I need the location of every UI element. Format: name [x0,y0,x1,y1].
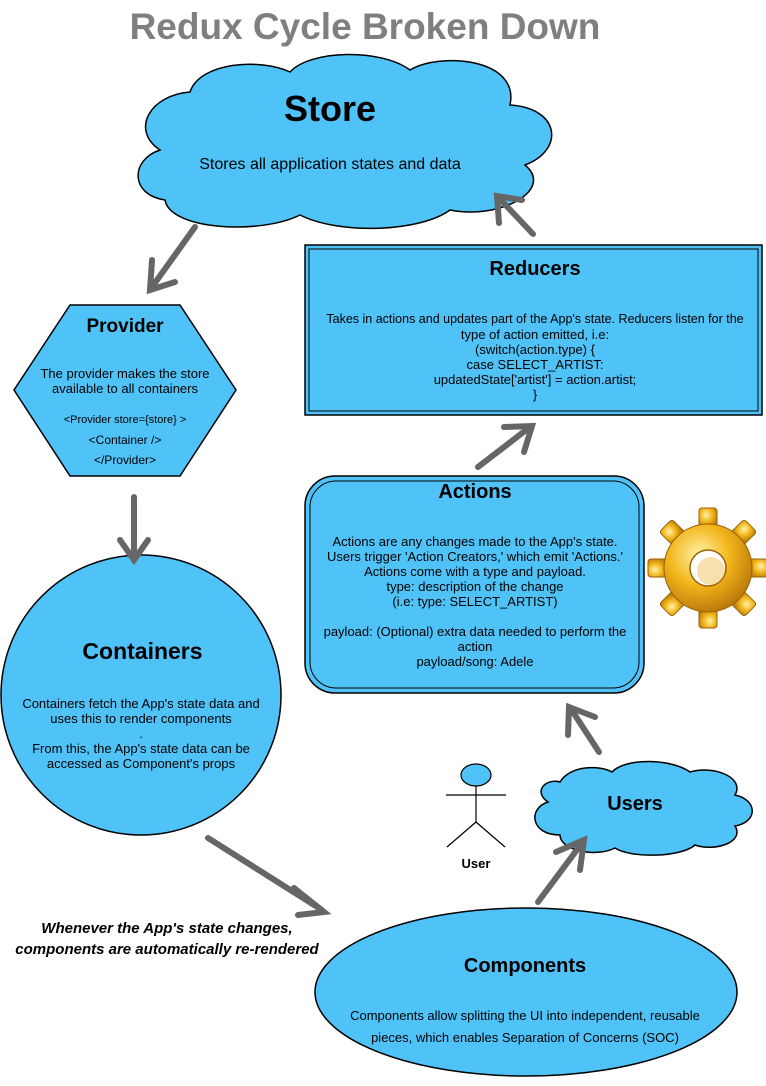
components-line: pieces, which enables Separation of Conc… [371,1030,679,1045]
provider-hexagon [13,304,237,477]
store-cloud [137,53,553,230]
rerender-note: Whenever the App's state changes, compon… [2,918,332,960]
arrow-users-to-actions [565,702,602,755]
containers-line: From this, the App's state data can be [32,741,250,756]
reducers-line: (switch(action.type) { [475,342,595,357]
provider-line: The provider makes the store [40,366,210,381]
containers-line: . [139,726,143,741]
users-cloud [534,760,753,856]
actions-line: action [457,639,493,654]
actions-line: type: description of the change [386,579,564,594]
components-line: Components allow splitting the UI into i… [350,1008,700,1023]
actions-line: payload/song: Adele [416,654,534,669]
components-body: Components allow splitting the UI into i… [320,1005,730,1049]
page-title: Redux Cycle Broken Down [129,6,601,47]
reducers-body: Takes in actions and updates part of the… [310,312,760,402]
arrow-containers-to-components [205,835,332,918]
provider-code-line: <Provider store={store} > [63,414,187,426]
reducers-line: } [532,387,538,402]
reducers-line: updatedState['artist'] = action.artist; [433,372,637,387]
note-line: components are automatically re-rendered [15,941,319,958]
containers-line: accessed as Component's props [46,756,236,771]
components-ellipse [314,907,738,1077]
provider-code-line: </Provider> [93,453,157,467]
components-heading: Components [463,955,587,977]
containers-line: uses this to render components [50,711,232,726]
actions-box [304,475,645,694]
actions-line [310,609,640,624]
actions-body: Actions are any changes made to the App'… [310,534,640,669]
users-heading: Users [607,793,663,815]
arrow-reducers-to-store [493,192,536,237]
actions-line: Users trigger 'Action Creators,' which e… [326,549,624,564]
containers-heading: Containers [82,638,203,664]
provider-code-line: <Container /> [88,433,162,447]
actions-line: Actions come with a type and payload. [364,564,586,579]
arrows [117,192,602,918]
actions-heading: Actions [438,481,512,503]
arrow-store-to-provider [146,224,198,295]
reducers-box [304,244,763,416]
store-description: Stores all application states and data [199,156,461,173]
provider-code: <Provider store={store} > <Container /> … [30,410,220,470]
reducers-line: type of action emitted, i.e: [460,327,610,342]
reducers-line: case SELECT_ARTIST: [466,357,604,372]
containers-body: Containers fetch the App's state data an… [10,696,272,771]
user-figure-label: User [461,856,491,871]
provider-line: available to all containers [52,381,198,396]
actions-line: (i.e: type: SELECT_ARTIST) [392,594,558,609]
gear-icon [647,507,766,629]
note-line: Whenever the App's state changes, [41,920,293,937]
store-heading: Store [283,88,377,129]
provider-body: The provider makes the store available t… [30,366,220,396]
actions-line: payload: (Optional) extra data needed to… [323,624,627,639]
containers-circle [0,554,282,836]
reducers-heading: Reducers [489,258,581,280]
user-stick-figure-icon [446,763,506,848]
actions-line: Actions are any changes made to the App'… [332,534,618,549]
provider-heading: Provider [86,316,164,337]
arrow-components-to-users [535,835,588,905]
arrow-provider-to-containers [117,494,151,566]
containers-line: Containers fetch the App's state data an… [22,696,260,711]
arrow-actions-to-reducers [475,422,537,470]
reducers-line: Takes in actions and updates part of the… [326,312,744,326]
